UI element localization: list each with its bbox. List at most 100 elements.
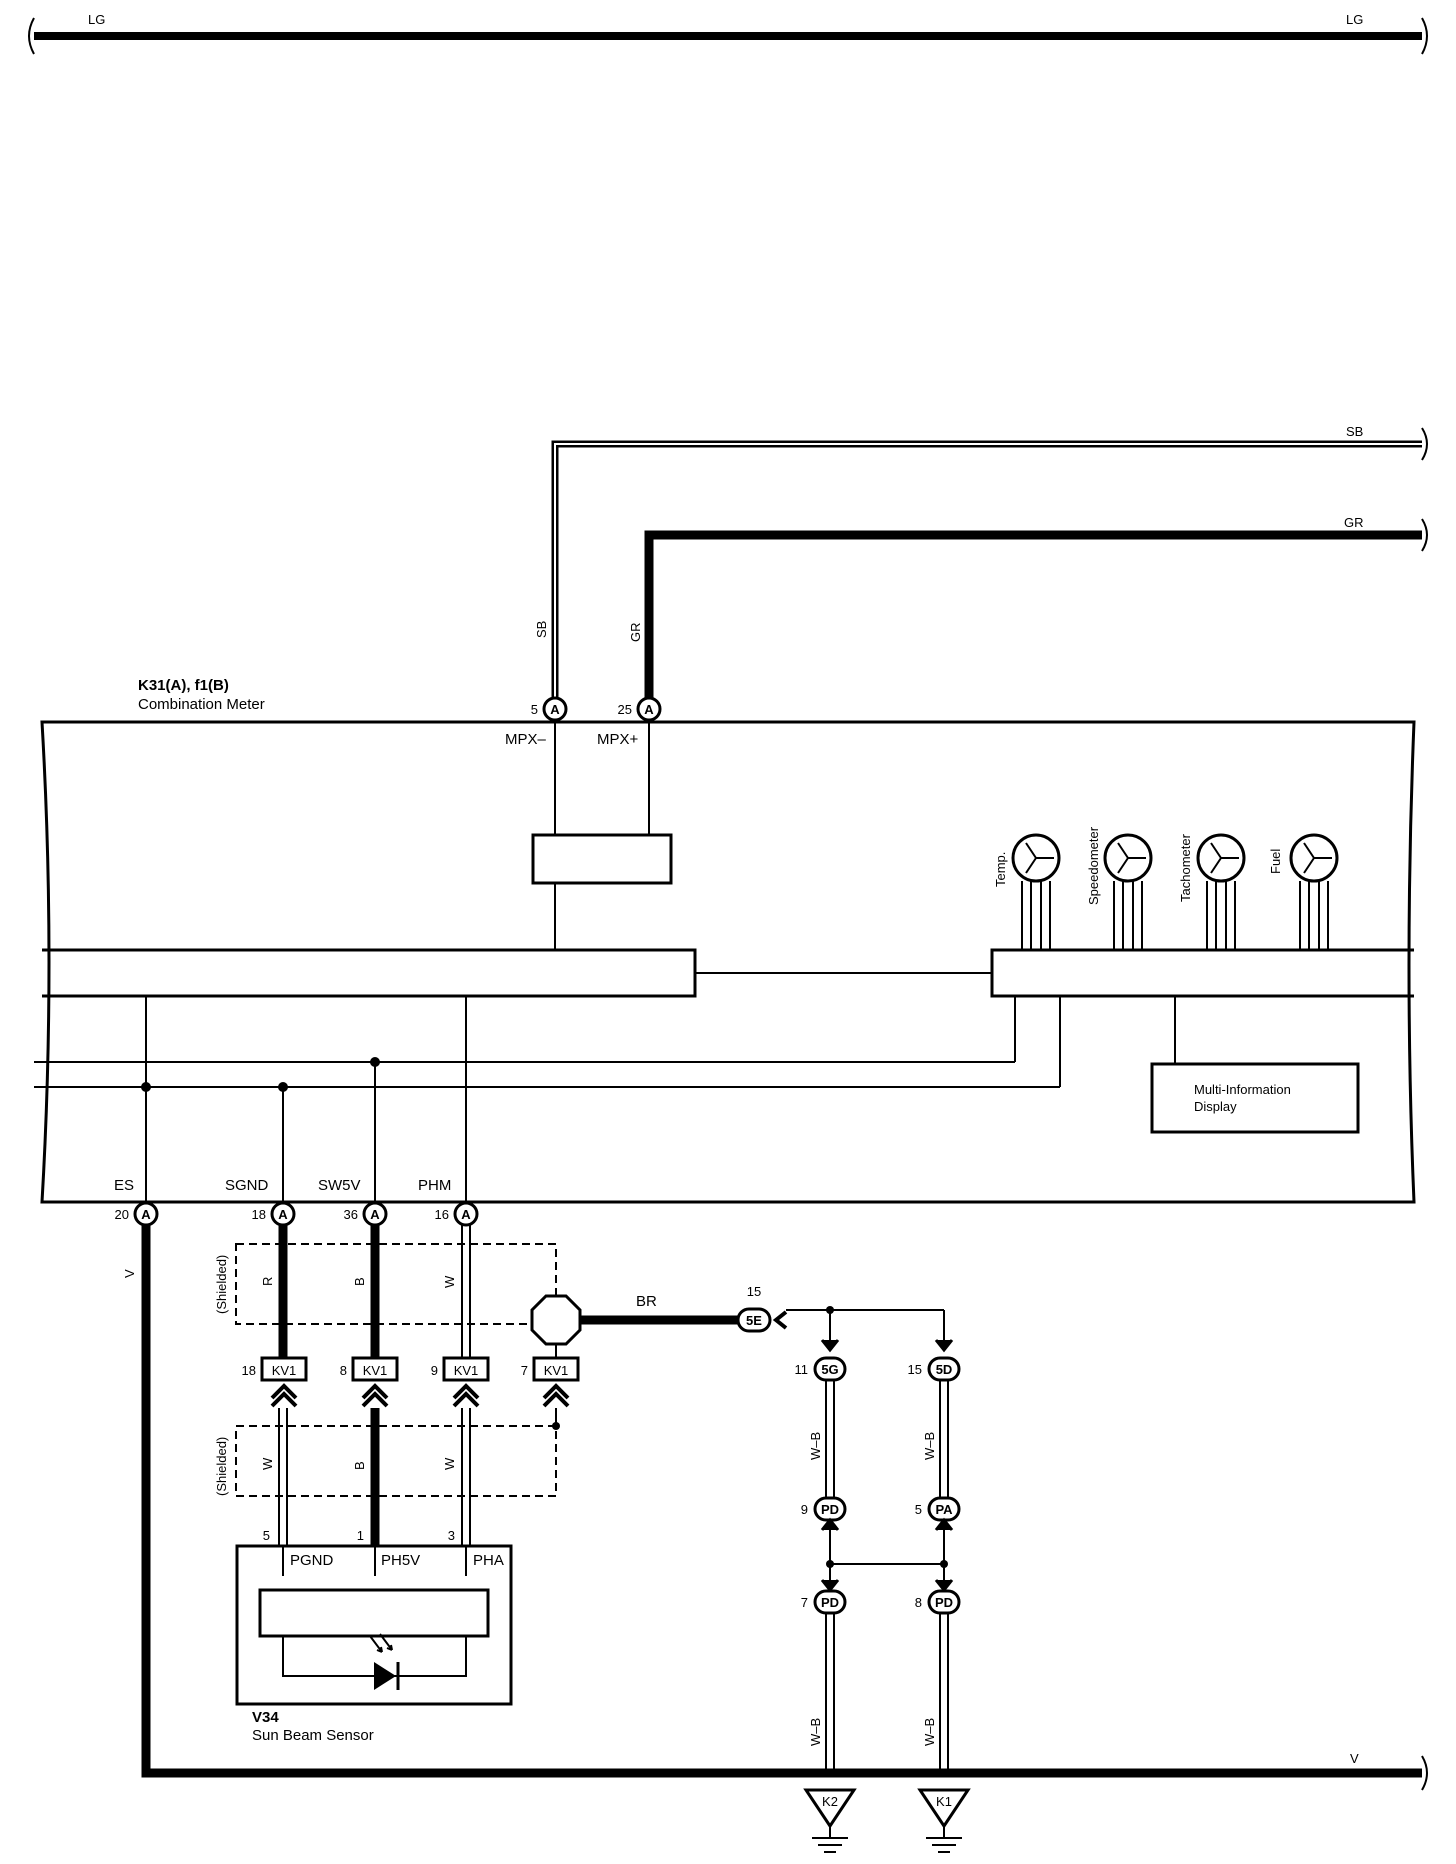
svg-text:A: A bbox=[461, 1207, 471, 1222]
svg-text:36: 36 bbox=[344, 1207, 358, 1222]
gauge-temp: Temp. bbox=[993, 833, 1061, 950]
svg-text:K2: K2 bbox=[822, 1794, 838, 1809]
svg-text:5: 5 bbox=[531, 702, 538, 717]
svg-text:K1: K1 bbox=[936, 1794, 952, 1809]
wire-color-b-lower: B bbox=[352, 1461, 367, 1470]
svg-text:KV1: KV1 bbox=[454, 1363, 479, 1378]
mid-label: Multi-Information bbox=[1194, 1082, 1291, 1097]
svg-text:8: 8 bbox=[915, 1595, 922, 1610]
sensor-ic-block bbox=[258, 1588, 490, 1638]
lg-right-label: LG bbox=[1346, 12, 1363, 27]
pin-name-sgnd: SGND bbox=[225, 1177, 269, 1194]
pin-sgnd: A 18 bbox=[252, 1201, 296, 1227]
pin-name-es: ES bbox=[114, 1177, 134, 1194]
gr-right-label: GR bbox=[1344, 515, 1364, 530]
wb-label-3: W–B bbox=[808, 1718, 823, 1746]
pin-es: A 20 bbox=[115, 1201, 159, 1227]
wire-color-r: R bbox=[260, 1277, 275, 1286]
multi-information-display bbox=[1150, 1062, 1360, 1134]
svg-text:5D: 5D bbox=[936, 1362, 953, 1377]
sensor-id: V34 bbox=[252, 1709, 279, 1726]
lg-left-label: LG bbox=[88, 12, 105, 27]
svg-text:7: 7 bbox=[521, 1363, 528, 1378]
sb-wire: SB SB bbox=[534, 424, 1428, 700]
svg-text:KV1: KV1 bbox=[544, 1363, 569, 1378]
svg-text:MPX–: MPX– bbox=[505, 731, 547, 748]
junction-pd-8: PD 8 bbox=[915, 1579, 961, 1615]
v-right-label: V bbox=[1350, 1751, 1359, 1766]
junction-pd-9: PD 9 bbox=[801, 1496, 847, 1531]
pin-name-phm: PHM bbox=[418, 1177, 451, 1194]
svg-text:PD: PD bbox=[821, 1595, 839, 1610]
kv1-connector-8: KV1 8 bbox=[340, 1356, 399, 1408]
svg-text:KV1: KV1 bbox=[363, 1363, 388, 1378]
wire-color-b-upper: B bbox=[352, 1277, 367, 1286]
svg-text:15: 15 bbox=[747, 1284, 761, 1299]
shield-label-lower: (Shielded) bbox=[214, 1437, 229, 1496]
svg-text:11: 11 bbox=[795, 1362, 809, 1377]
wire-color-w-upper: W bbox=[442, 1275, 457, 1288]
sensor-pin-num-3: 3 bbox=[448, 1528, 455, 1543]
ground-k2: K2 bbox=[803, 1788, 857, 1853]
br-label: BR bbox=[636, 1293, 657, 1310]
sensor-pin-num-5: 5 bbox=[263, 1528, 270, 1543]
svg-text:PA: PA bbox=[935, 1502, 953, 1517]
gauge-temp-label: Temp. bbox=[993, 852, 1008, 887]
gr-vert-label: GR bbox=[628, 623, 643, 643]
gauge-fuel-label: Fuel bbox=[1268, 849, 1283, 874]
svg-text:18: 18 bbox=[252, 1207, 266, 1222]
svg-text:9: 9 bbox=[801, 1502, 808, 1517]
gauge-speedometer: Speedometer bbox=[1086, 826, 1153, 950]
svg-text:A: A bbox=[550, 702, 560, 717]
photodiode-icon bbox=[369, 1633, 400, 1690]
v-vert-label: V bbox=[122, 1269, 137, 1278]
junction-pd-7: PD 7 bbox=[801, 1579, 847, 1615]
wire-color-w-lower-1: W bbox=[260, 1457, 275, 1470]
svg-text:5: 5 bbox=[915, 1502, 922, 1517]
shield-label-upper: (Shielded) bbox=[214, 1255, 229, 1314]
shield-ground-node: BR bbox=[530, 1293, 738, 1346]
junction-pa-5: PA 5 bbox=[915, 1496, 961, 1531]
junction-5g: 5G 11 bbox=[795, 1356, 847, 1382]
svg-text:9: 9 bbox=[431, 1363, 438, 1378]
svg-text:7: 7 bbox=[801, 1595, 808, 1610]
kv1-connector-18: KV1 18 bbox=[242, 1356, 308, 1408]
svg-text:A: A bbox=[644, 702, 654, 717]
sensor-name: Sun Beam Sensor bbox=[252, 1727, 374, 1744]
wb-label-1: W–B bbox=[808, 1432, 823, 1460]
shielded-wires: (Shielded) (Shielded) R B W W B W bbox=[214, 1225, 560, 1546]
svg-text:MPX+: MPX+ bbox=[597, 731, 639, 748]
sensor-pin-pgnd: PGND bbox=[290, 1552, 334, 1569]
sensor-pin-pha: PHA bbox=[473, 1552, 504, 1569]
gauge-tachometer: Tachometer bbox=[1178, 833, 1246, 950]
meter-name: Combination Meter bbox=[138, 696, 265, 713]
svg-text:20: 20 bbox=[115, 1207, 129, 1222]
kv1-connector-9: KV1 9 bbox=[431, 1356, 490, 1408]
svg-text:A: A bbox=[370, 1207, 380, 1222]
svg-text:5E: 5E bbox=[746, 1313, 762, 1328]
lg-bus: LG LG bbox=[28, 12, 1428, 55]
svg-text:16: 16 bbox=[435, 1207, 449, 1222]
gauge-fuel: Fuel bbox=[1268, 833, 1339, 950]
mid-label-2: Display bbox=[1194, 1099, 1237, 1114]
sensor-pin-num-1: 1 bbox=[357, 1528, 364, 1543]
pin-sw5v: A 36 bbox=[344, 1201, 388, 1227]
svg-text:KV1: KV1 bbox=[272, 1363, 297, 1378]
svg-text:5G: 5G bbox=[821, 1362, 838, 1377]
mpx-interface-block bbox=[531, 833, 673, 885]
svg-text:A: A bbox=[141, 1207, 151, 1222]
gr-wire: GR GR bbox=[628, 515, 1428, 700]
svg-text:PD: PD bbox=[821, 1502, 839, 1517]
wb-label-2: W–B bbox=[922, 1432, 937, 1460]
meter-id: K31(A), f1(B) bbox=[138, 677, 229, 694]
combination-meter: K31(A), f1(B) Combination Meter A 5 MPX–… bbox=[34, 677, 1416, 1204]
kv1-connector-7: KV1 7 bbox=[521, 1356, 580, 1408]
sb-vert-label: SB bbox=[534, 621, 549, 638]
pin-phm: A 16 bbox=[435, 1201, 479, 1227]
gauge-tachometer-label: Tachometer bbox=[1178, 833, 1193, 902]
pin-mpx-minus: A 5 MPX– bbox=[505, 696, 568, 748]
junction-5e: 5E 15 bbox=[736, 1284, 954, 1353]
junction-5d: 5D 15 bbox=[908, 1356, 961, 1382]
ground-wires: W–B W–B W–B W–B bbox=[808, 1368, 949, 1774]
pin-name-sw5v: SW5V bbox=[318, 1177, 361, 1194]
